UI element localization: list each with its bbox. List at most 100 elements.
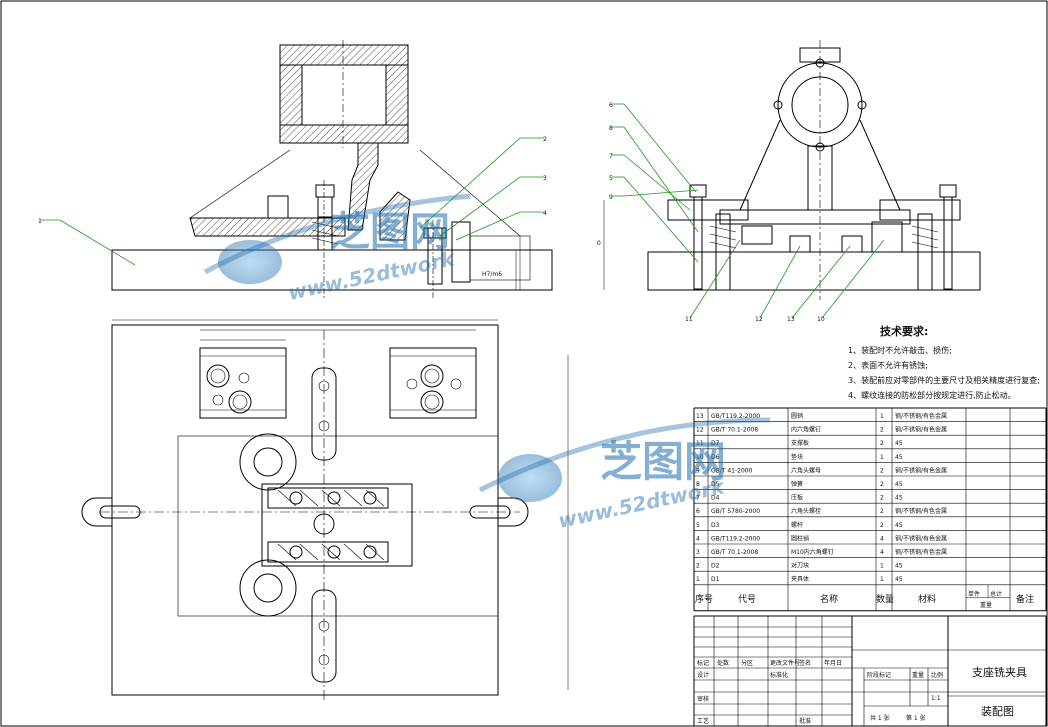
tech-requirements: 技术要求: 1、装配时不允许敲击、损伤; 2、表面不允许有锈蚀; 3、装配前应对…	[848, 324, 1040, 400]
bom-row-material: 45	[895, 454, 903, 461]
leader-label-7: 7	[609, 153, 613, 160]
bom-row-material: 钢/不锈钢/有色金属	[895, 426, 947, 434]
bom-row-qty: 2	[880, 508, 884, 515]
bom-row-no: 12	[696, 427, 704, 434]
bom-row-code: D4	[711, 495, 720, 502]
leader-label-8: 8	[609, 125, 613, 132]
leader-label-12: 12	[755, 316, 763, 323]
tb-weight: 重量	[912, 671, 924, 679]
bom-row-code: D3	[711, 522, 720, 529]
tb-design: 设计	[697, 671, 709, 679]
tech-requirements-title: 技术要求:	[880, 324, 928, 338]
bom-row-code: D1	[711, 576, 720, 583]
leader-label-2: 2	[543, 136, 547, 143]
bom-row-name: M10内六角螺钉	[791, 548, 834, 556]
tb-sheet: 第 1 张	[906, 714, 926, 722]
bom-row-material: 钢/不锈钢/有色金属	[895, 466, 947, 474]
bom-row-no: 6	[696, 508, 700, 515]
side-view: 0	[597, 40, 981, 300]
leader-label-6: 6	[609, 102, 613, 109]
bom-row-code: D5	[711, 481, 720, 488]
tb-count: 处数	[717, 659, 729, 667]
bom-row-material: 钢/不锈钢/有色金属	[895, 507, 947, 515]
bom-row-qty: 2	[880, 522, 884, 529]
tb-stage-mark: 阶段标记	[867, 671, 891, 679]
bom-row-qty: 4	[880, 549, 884, 556]
leader-label-9: 9	[609, 194, 613, 201]
bom-row-code: GB/T119.2-2000	[711, 535, 760, 542]
tech-requirement-1: 1、装配时不允许敲击、损伤;	[848, 345, 952, 355]
tb-scale-value: 1:1	[931, 695, 941, 702]
bom-row-name: 夹具体	[791, 575, 809, 583]
plan-view	[81, 319, 569, 700]
leader-label-3: 3	[543, 175, 547, 182]
leaders-upper-left: 1 2 3 4	[38, 136, 547, 266]
svg-text:H7/m6: H7/m6	[482, 271, 502, 278]
tb-sign: 签名	[799, 659, 811, 667]
bom-row-code: GB/T 70.1-2008	[711, 427, 758, 434]
bom-row-material: 45	[895, 563, 903, 570]
bom-row-name: 对刀块	[791, 562, 809, 570]
bom-row-no: 2	[696, 563, 700, 570]
bom-row-qty: 2	[880, 440, 884, 447]
bom-row-code: GB/T 5780-2000	[711, 508, 760, 515]
bom-row-name: 六角头螺母	[791, 466, 821, 474]
bom-row-code: GB/T 41-2000	[711, 467, 753, 474]
bom-row-no: 8	[696, 481, 700, 488]
bom-row-no: 11	[696, 440, 704, 447]
bom-row-qty: 2	[880, 495, 884, 502]
bom-row-qty: 1	[880, 576, 884, 583]
leaders-side-view: 6 8 7 5 9 11 12 13 10	[609, 102, 885, 323]
watermark-1: 芝图网 www.52dtwork	[203, 193, 471, 305]
bom-row-material: 钢/不锈钢/有色金属	[895, 548, 947, 556]
bom-header-code: 代号	[738, 594, 756, 605]
bom-row-qty: 2	[880, 467, 884, 474]
bom-row-name: 圆销	[791, 412, 803, 420]
leader-label-13: 13	[787, 316, 795, 323]
bom-row-qty: 1	[880, 563, 884, 570]
bom-header-weight: 重量	[980, 601, 992, 609]
leader-label-10: 10	[817, 316, 825, 323]
bom-header-no: 序号	[695, 593, 713, 605]
title-block: 标记 处数 分区 更改文件号 签名 年月日 设计 标准化 审核 工艺 批准 阶段…	[693, 615, 1047, 727]
bom-row-code: D2	[711, 563, 720, 570]
tb-approve: 批准	[799, 717, 811, 725]
tb-standard: 标准化	[770, 671, 788, 679]
bom-row-qty: 2	[880, 481, 884, 488]
bom-row-material: 45	[895, 522, 903, 529]
tb-scale: 比例	[931, 671, 943, 679]
bom-row-name: 垫块	[791, 453, 803, 461]
bom-row-no: 7	[696, 495, 700, 502]
bom-row-material: 钢/不锈钢/有色金属	[895, 412, 947, 420]
bom-row-name: 螺杆	[791, 521, 803, 529]
tb-process: 工艺	[697, 717, 709, 725]
leader-label-4: 4	[543, 210, 547, 217]
bom-row-no: 10	[696, 454, 704, 461]
bom-row-material: 45	[895, 495, 903, 502]
leader-label-1: 1	[38, 218, 42, 225]
bom-header-unit: 单件	[968, 590, 980, 598]
bom-row-name: 支撑板	[791, 439, 809, 447]
bom-header-total: 总计	[990, 590, 1002, 598]
bom-row-no: 5	[696, 522, 700, 529]
bom-row-no: 4	[696, 535, 700, 542]
bom-row-qty: 1	[880, 454, 884, 461]
bom-row-qty: 1	[880, 413, 884, 420]
bom-row-name: 内六角螺钉	[791, 426, 821, 434]
front-view: H7/m6	[111, 40, 553, 298]
leader-label-11: 11	[685, 316, 693, 323]
tb-drawing-name: 支座铣夹具	[972, 665, 1027, 679]
bom-header-qty: 数量	[876, 593, 894, 605]
tb-drawing-type: 装配图	[981, 705, 1014, 718]
bom-row-material: 45	[895, 481, 903, 488]
tech-requirement-2: 2、表面不允许有锈蚀;	[848, 360, 928, 370]
bom-row-material: 45	[895, 440, 903, 447]
bom-header-remark: 备注	[1016, 593, 1034, 605]
bom-row-code: D7	[711, 440, 720, 447]
bom-row-qty: 4	[880, 535, 884, 542]
bom-header-name: 名称	[820, 593, 838, 605]
tb-date: 年月日	[824, 659, 842, 667]
bom-row-name: 六角头螺栓	[791, 507, 821, 515]
